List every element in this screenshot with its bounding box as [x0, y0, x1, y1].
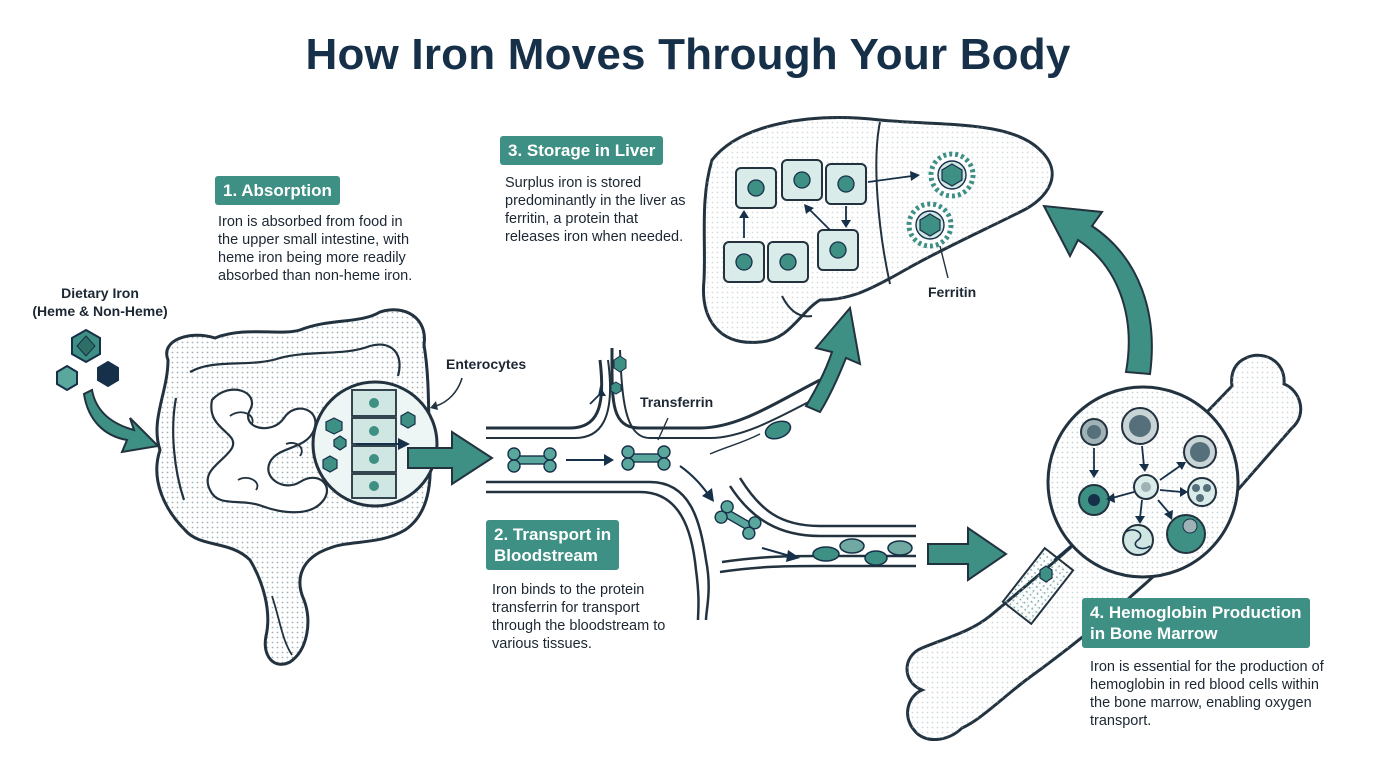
enterocytes-magnifier [311, 380, 439, 508]
page-title: How Iron Moves Through Your Body [305, 30, 1071, 79]
dietary-iron-label-line2: (Heme & Non-Heme) [32, 303, 168, 319]
step-4-badge: 4. Hemoglobin Production in Bone Marrow [1082, 598, 1310, 648]
arrow-blood-to-bone [927, 526, 1008, 582]
step-1-description: Iron is absorbed from food in the upper … [218, 214, 413, 284]
step-3-badge: 3. Storage in Liver [500, 136, 664, 165]
transferrin-molecules [507, 417, 800, 562]
arrow-blood-to-liver [804, 305, 862, 414]
blood-vessels [486, 347, 916, 621]
enterocytes-label: Enterocytes [446, 356, 527, 372]
arrow-bone-to-liver [1042, 204, 1153, 376]
liver [702, 116, 1054, 344]
step-3-description: Surplus iron is stored predominantly in … [505, 175, 686, 245]
arrow-dietary-to-intestine [82, 388, 161, 454]
step-2-description: Iron binds to the protein transferrin fo… [492, 582, 666, 652]
step-2-badge-line2: Bloodstream [494, 546, 598, 565]
ferritin-label: Ferritin [928, 284, 977, 300]
step-4-badge-line1: 4. Hemoglobin Production [1090, 603, 1302, 622]
step-2-badge: 2. Transport in Bloodstream [486, 520, 620, 570]
dietary-iron-label-line1: Dietary Iron [61, 285, 139, 301]
dietary-iron-crystals [56, 328, 119, 392]
transferrin-label: Transferrin [640, 394, 714, 410]
dietary-iron-label: Dietary Iron (Heme & Non-Heme) [14, 284, 186, 320]
arrow-intestine-to-blood [407, 430, 494, 486]
enterocytes-pointer [435, 377, 463, 407]
bone-marrow-magnifier [1046, 385, 1240, 579]
step-4-badge-line2: in Bone Marrow [1090, 624, 1218, 643]
step-4-description: Iron is essential for the production of … [1090, 659, 1324, 729]
step-2-badge-line1: 2. Transport in [494, 525, 612, 544]
step-1-badge: 1. Absorption [215, 176, 340, 205]
